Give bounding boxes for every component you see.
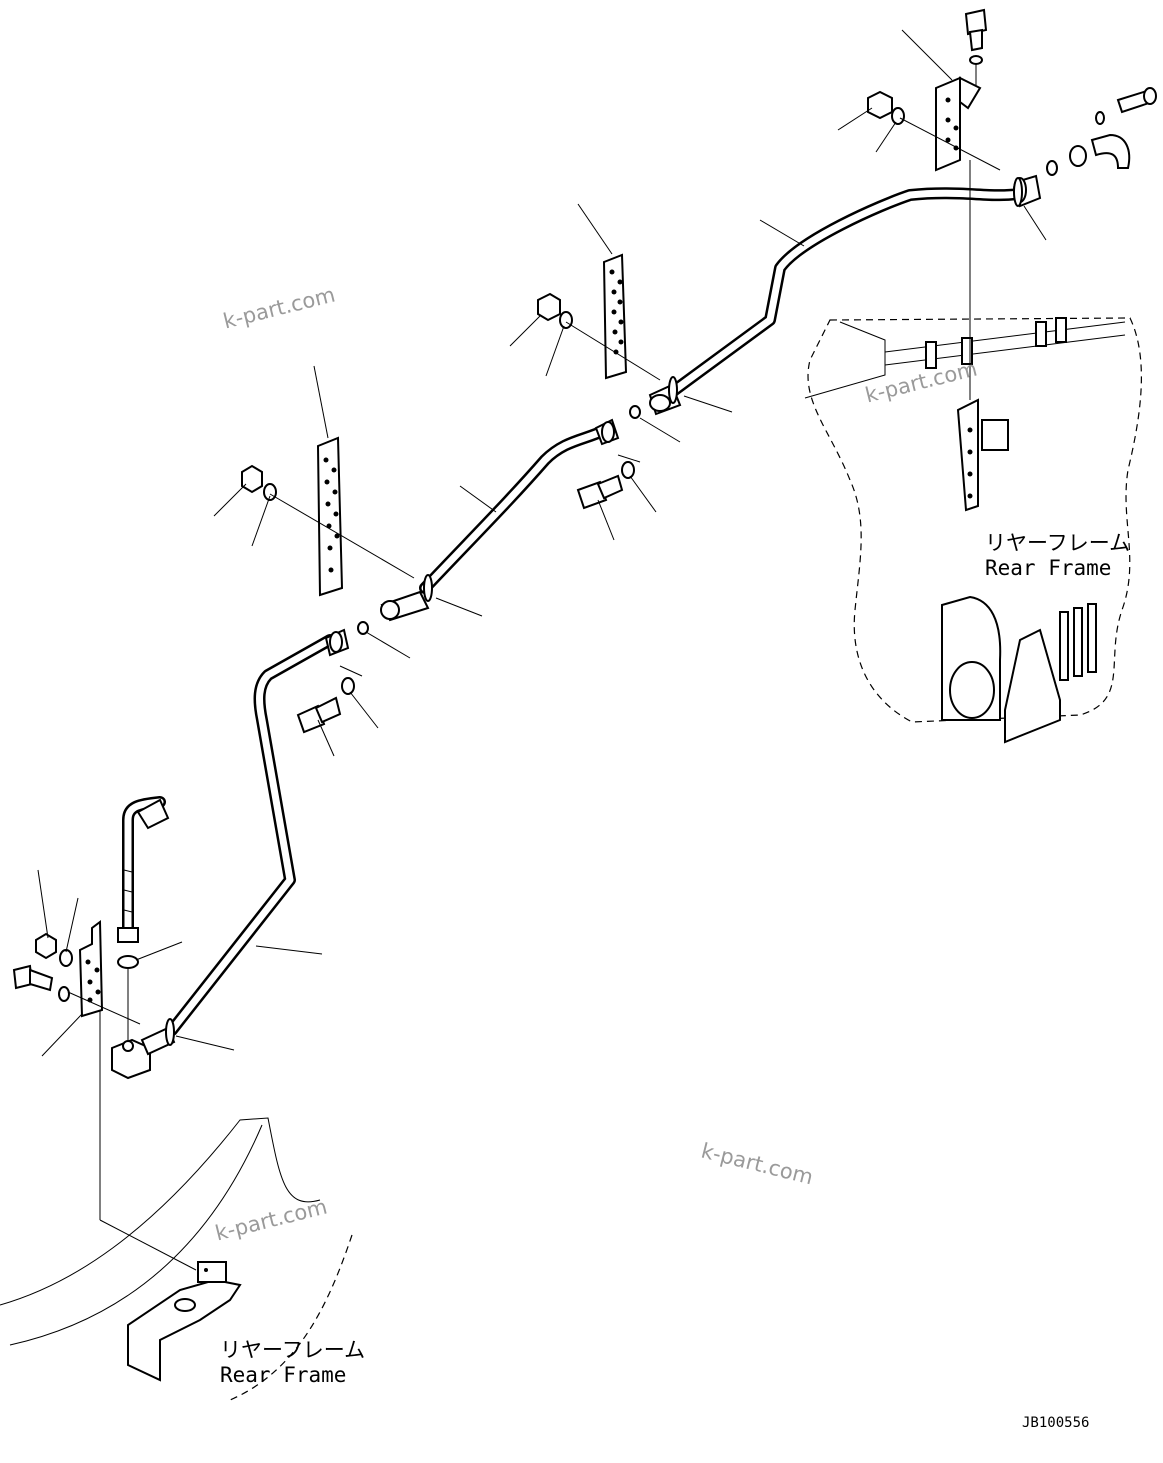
bracket-top: [935, 76, 982, 172]
drawing-code: JB100556: [1022, 1415, 1090, 1431]
bolts: [12, 8, 988, 1002]
rear-frame-left: [0, 1117, 353, 1401]
assembly-lines: [67, 64, 1001, 1220]
rear-frame-label-left-en: Rear Frame: [220, 1363, 347, 1387]
clamps: [165, 177, 1023, 1046]
rear-frame-label-left-jp: リヤーフレーム: [220, 1338, 366, 1362]
bracket-plate-upper: [602, 253, 628, 380]
leader-lines: [37, 29, 1047, 1057]
fittings: [111, 87, 1157, 1080]
tube-middle: [419, 424, 611, 594]
tube-lower: [166, 634, 336, 1036]
tube-upper: [666, 187, 1024, 398]
nuts-washers: [35, 90, 905, 967]
rear-frame-label-right-jp: リヤーフレーム: [985, 531, 1131, 555]
bracket-plate-middle: [316, 436, 344, 597]
bracket-plate-lower: [78, 920, 104, 1018]
rear-frame-right: [804, 317, 1142, 744]
rear-frame-label-right-en: Rear Frame: [985, 556, 1112, 580]
